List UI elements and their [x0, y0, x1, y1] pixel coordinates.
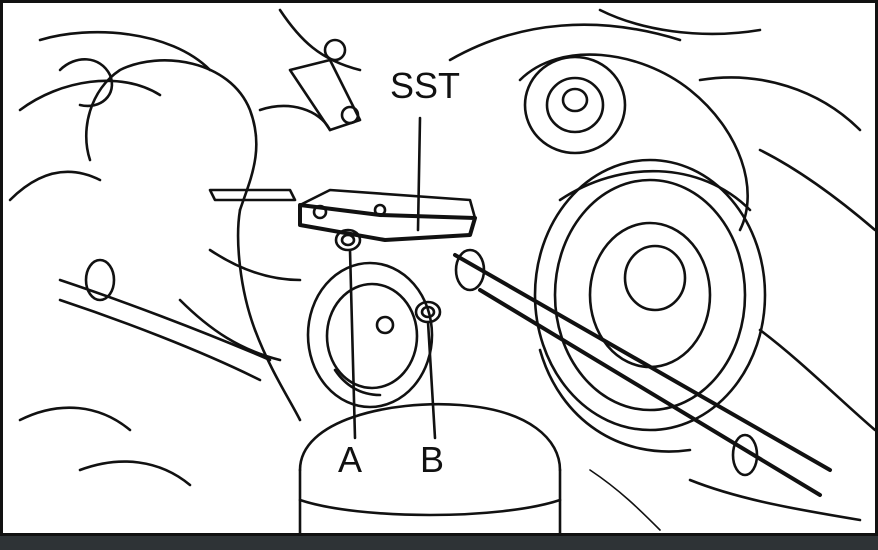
label-a: A	[338, 439, 362, 480]
leader-line-sst	[416, 116, 422, 232]
hose-line	[58, 59, 302, 422]
upper-pulley	[518, 53, 749, 232]
label-b: B	[420, 439, 444, 480]
bolt-a	[334, 228, 362, 252]
label-sst: SST	[390, 65, 460, 106]
bottom-housing	[298, 403, 562, 537]
sst-tool	[298, 188, 832, 497]
upper-brackets	[258, 38, 362, 132]
leader-line-b	[426, 320, 437, 440]
crank-pulley	[533, 158, 767, 453]
engine-background-lines	[8, 8, 877, 531]
leader-line-a	[348, 248, 357, 440]
footer-band	[0, 536, 878, 550]
